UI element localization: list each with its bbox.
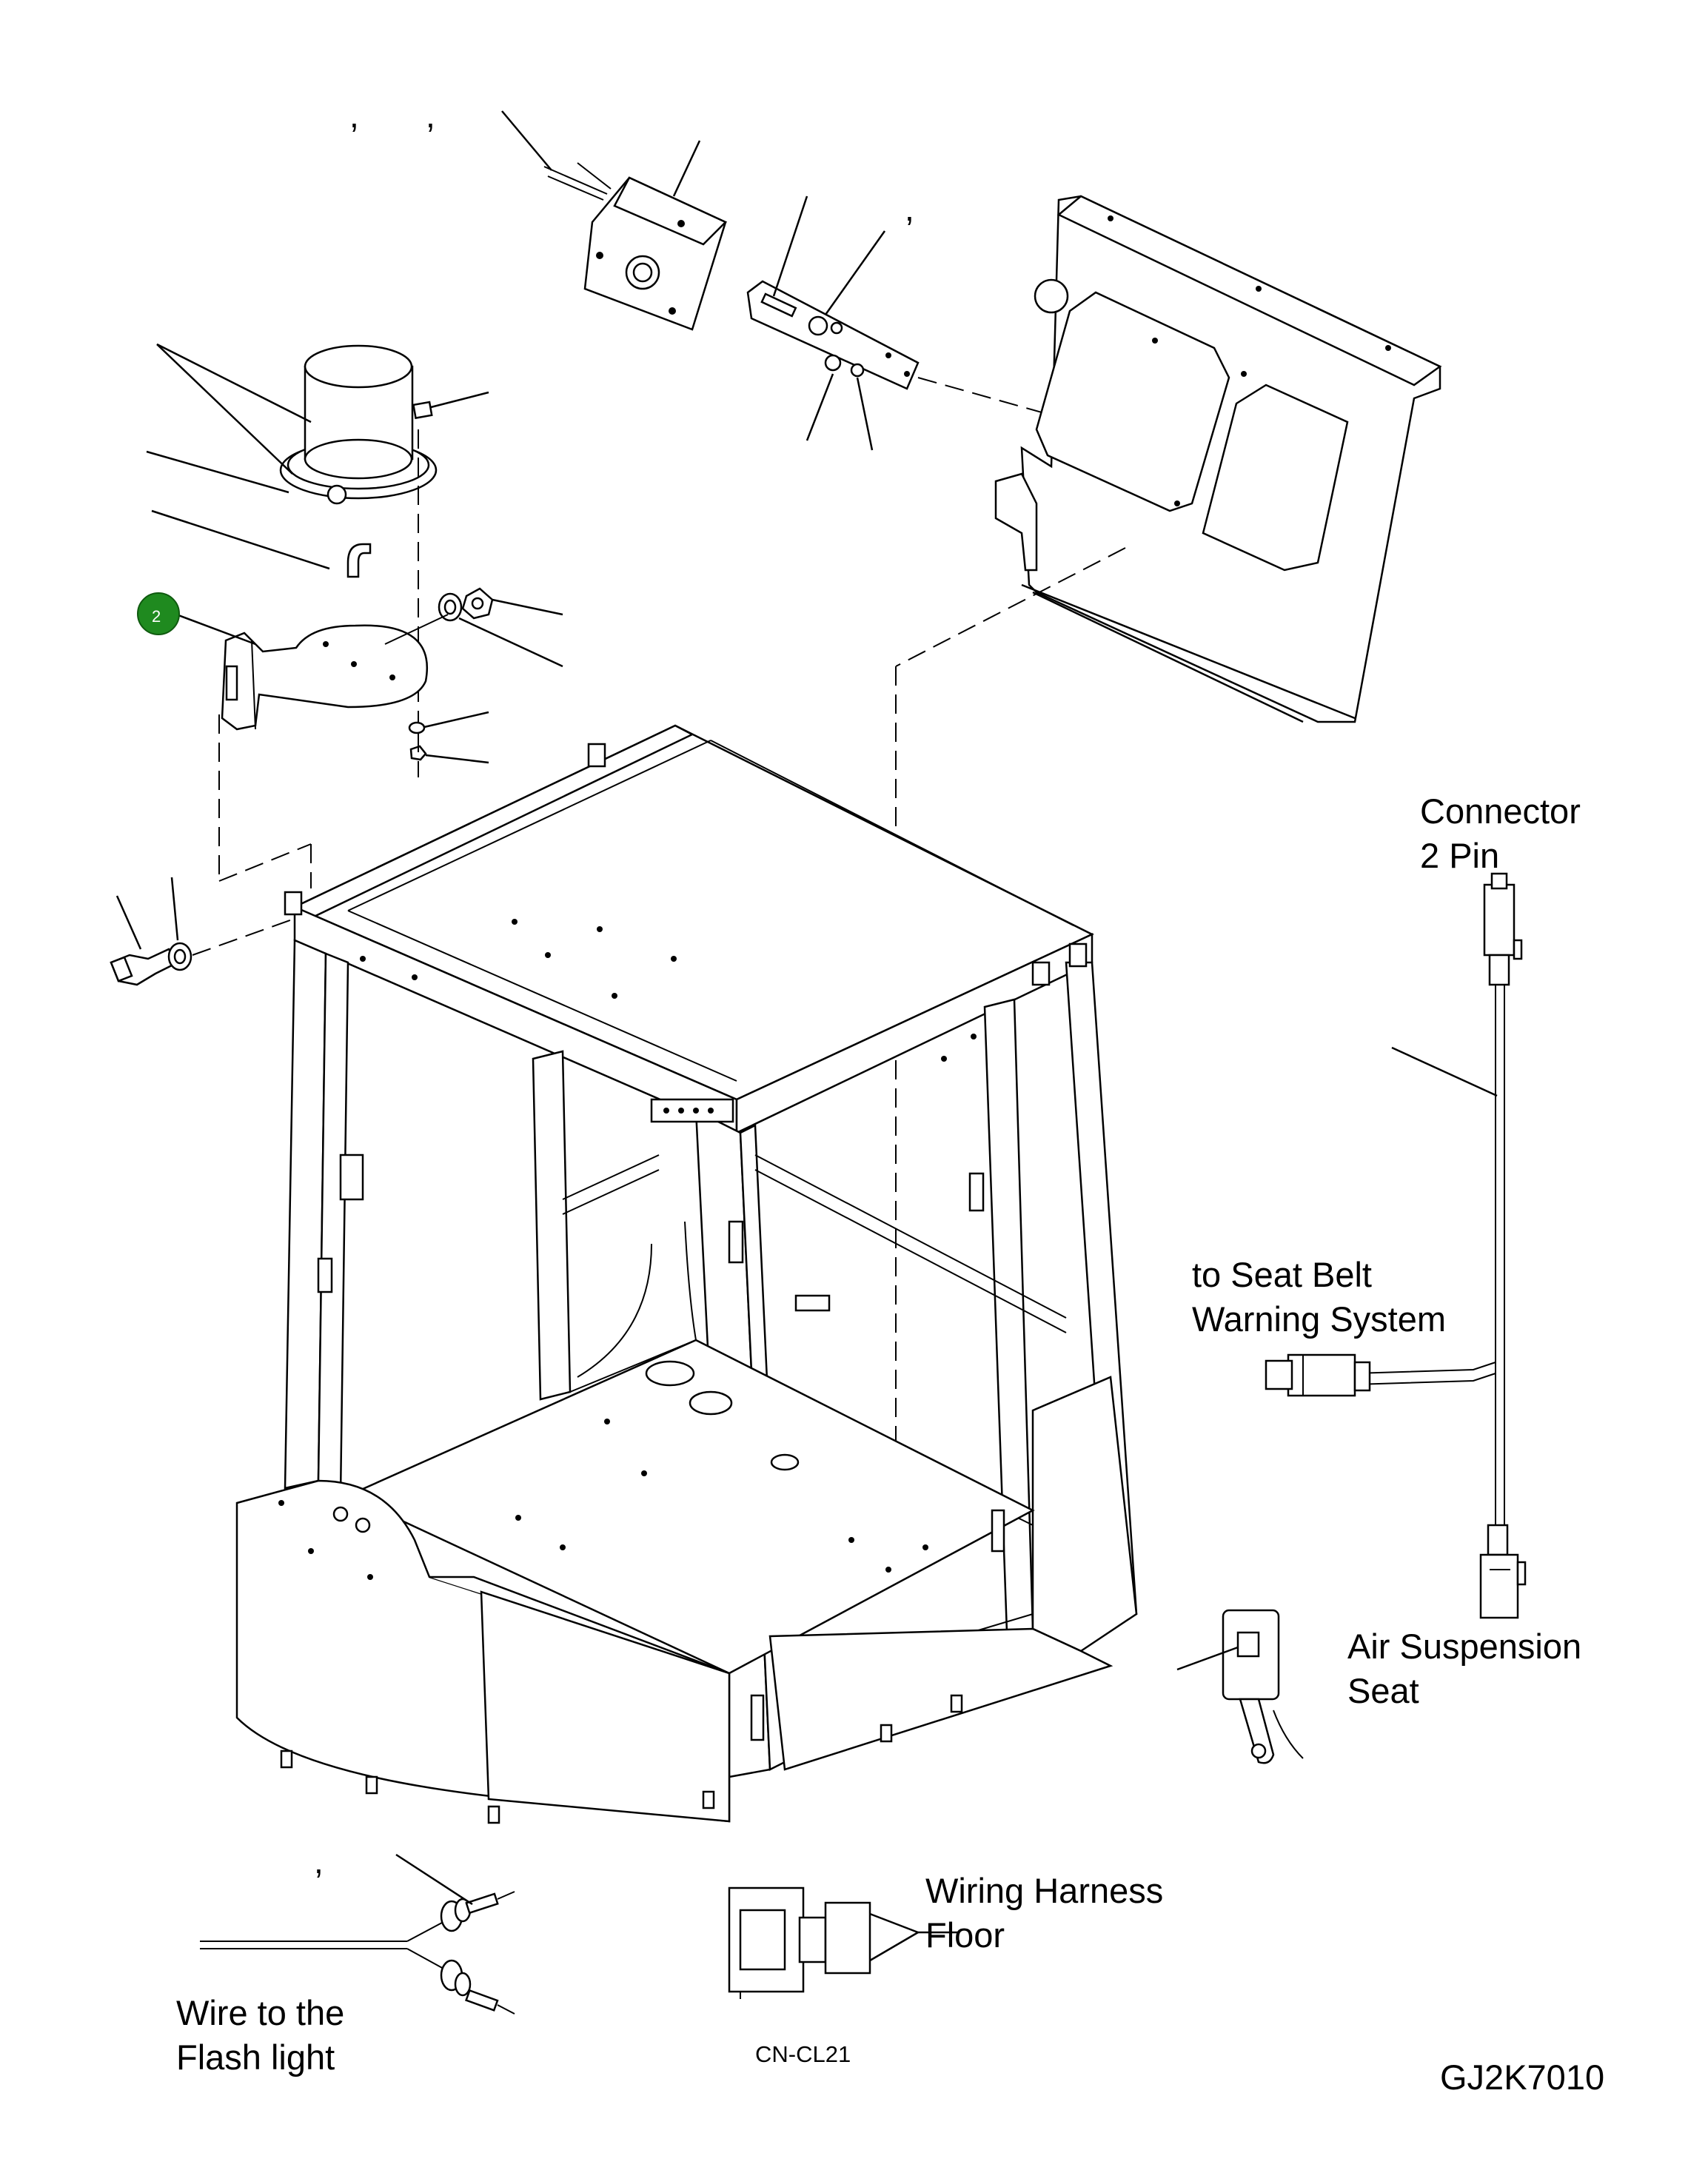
bolt-and-washer bbox=[110, 877, 297, 986]
harness-label-line1: Wiring Harness bbox=[925, 1871, 1163, 1910]
rear-cover-panel bbox=[895, 195, 1442, 1488]
seat-belt-harness bbox=[1265, 872, 1527, 1619]
cab-frame bbox=[235, 724, 1138, 1824]
floor-harness-connector bbox=[728, 1886, 959, 1999]
labels: Connector 2 Pin to Seat Belt Warning Sys… bbox=[176, 791, 1604, 2097]
air-seat-label-line1: Air Suspension bbox=[1347, 1627, 1581, 1666]
connector-2pin-label-line2: 2 Pin bbox=[1420, 836, 1499, 875]
seat-belt-label-line2: Warning System bbox=[1192, 1299, 1446, 1339]
flash-light-wire-terminals bbox=[200, 1853, 515, 2015]
connector-2pin-label-line1: Connector bbox=[1420, 791, 1581, 831]
drawing-number: GJ2K7010 bbox=[1440, 2058, 1604, 2097]
callout-number: 2 bbox=[152, 607, 161, 626]
connector-code-label: CN-CL21 bbox=[755, 2041, 851, 2067]
svg-text:,: , bbox=[426, 96, 435, 135]
harness-label-line2: Floor bbox=[925, 1915, 1005, 1955]
switch-mount-plate bbox=[746, 195, 1156, 451]
seat-belt-buckle bbox=[1176, 1609, 1304, 1764]
label-fragments: , , , , bbox=[314, 96, 914, 1881]
svg-text:,: , bbox=[905, 190, 914, 228]
switch-box bbox=[501, 110, 728, 331]
flash-light-beacon bbox=[146, 343, 489, 740]
air-seat-label-line2: Seat bbox=[1347, 1671, 1419, 1710]
svg-text:,: , bbox=[314, 1842, 324, 1881]
callout-marker[interactable] bbox=[137, 592, 180, 635]
svg-text:,: , bbox=[349, 96, 359, 135]
flash-wire-label-line1: Wire to the bbox=[176, 1993, 344, 2032]
beacon-mount-bracket: 2 bbox=[137, 587, 563, 888]
flash-wire-label-line2: Flash light bbox=[176, 2038, 335, 2077]
seat-belt-label-line1: to Seat Belt bbox=[1192, 1255, 1372, 1294]
